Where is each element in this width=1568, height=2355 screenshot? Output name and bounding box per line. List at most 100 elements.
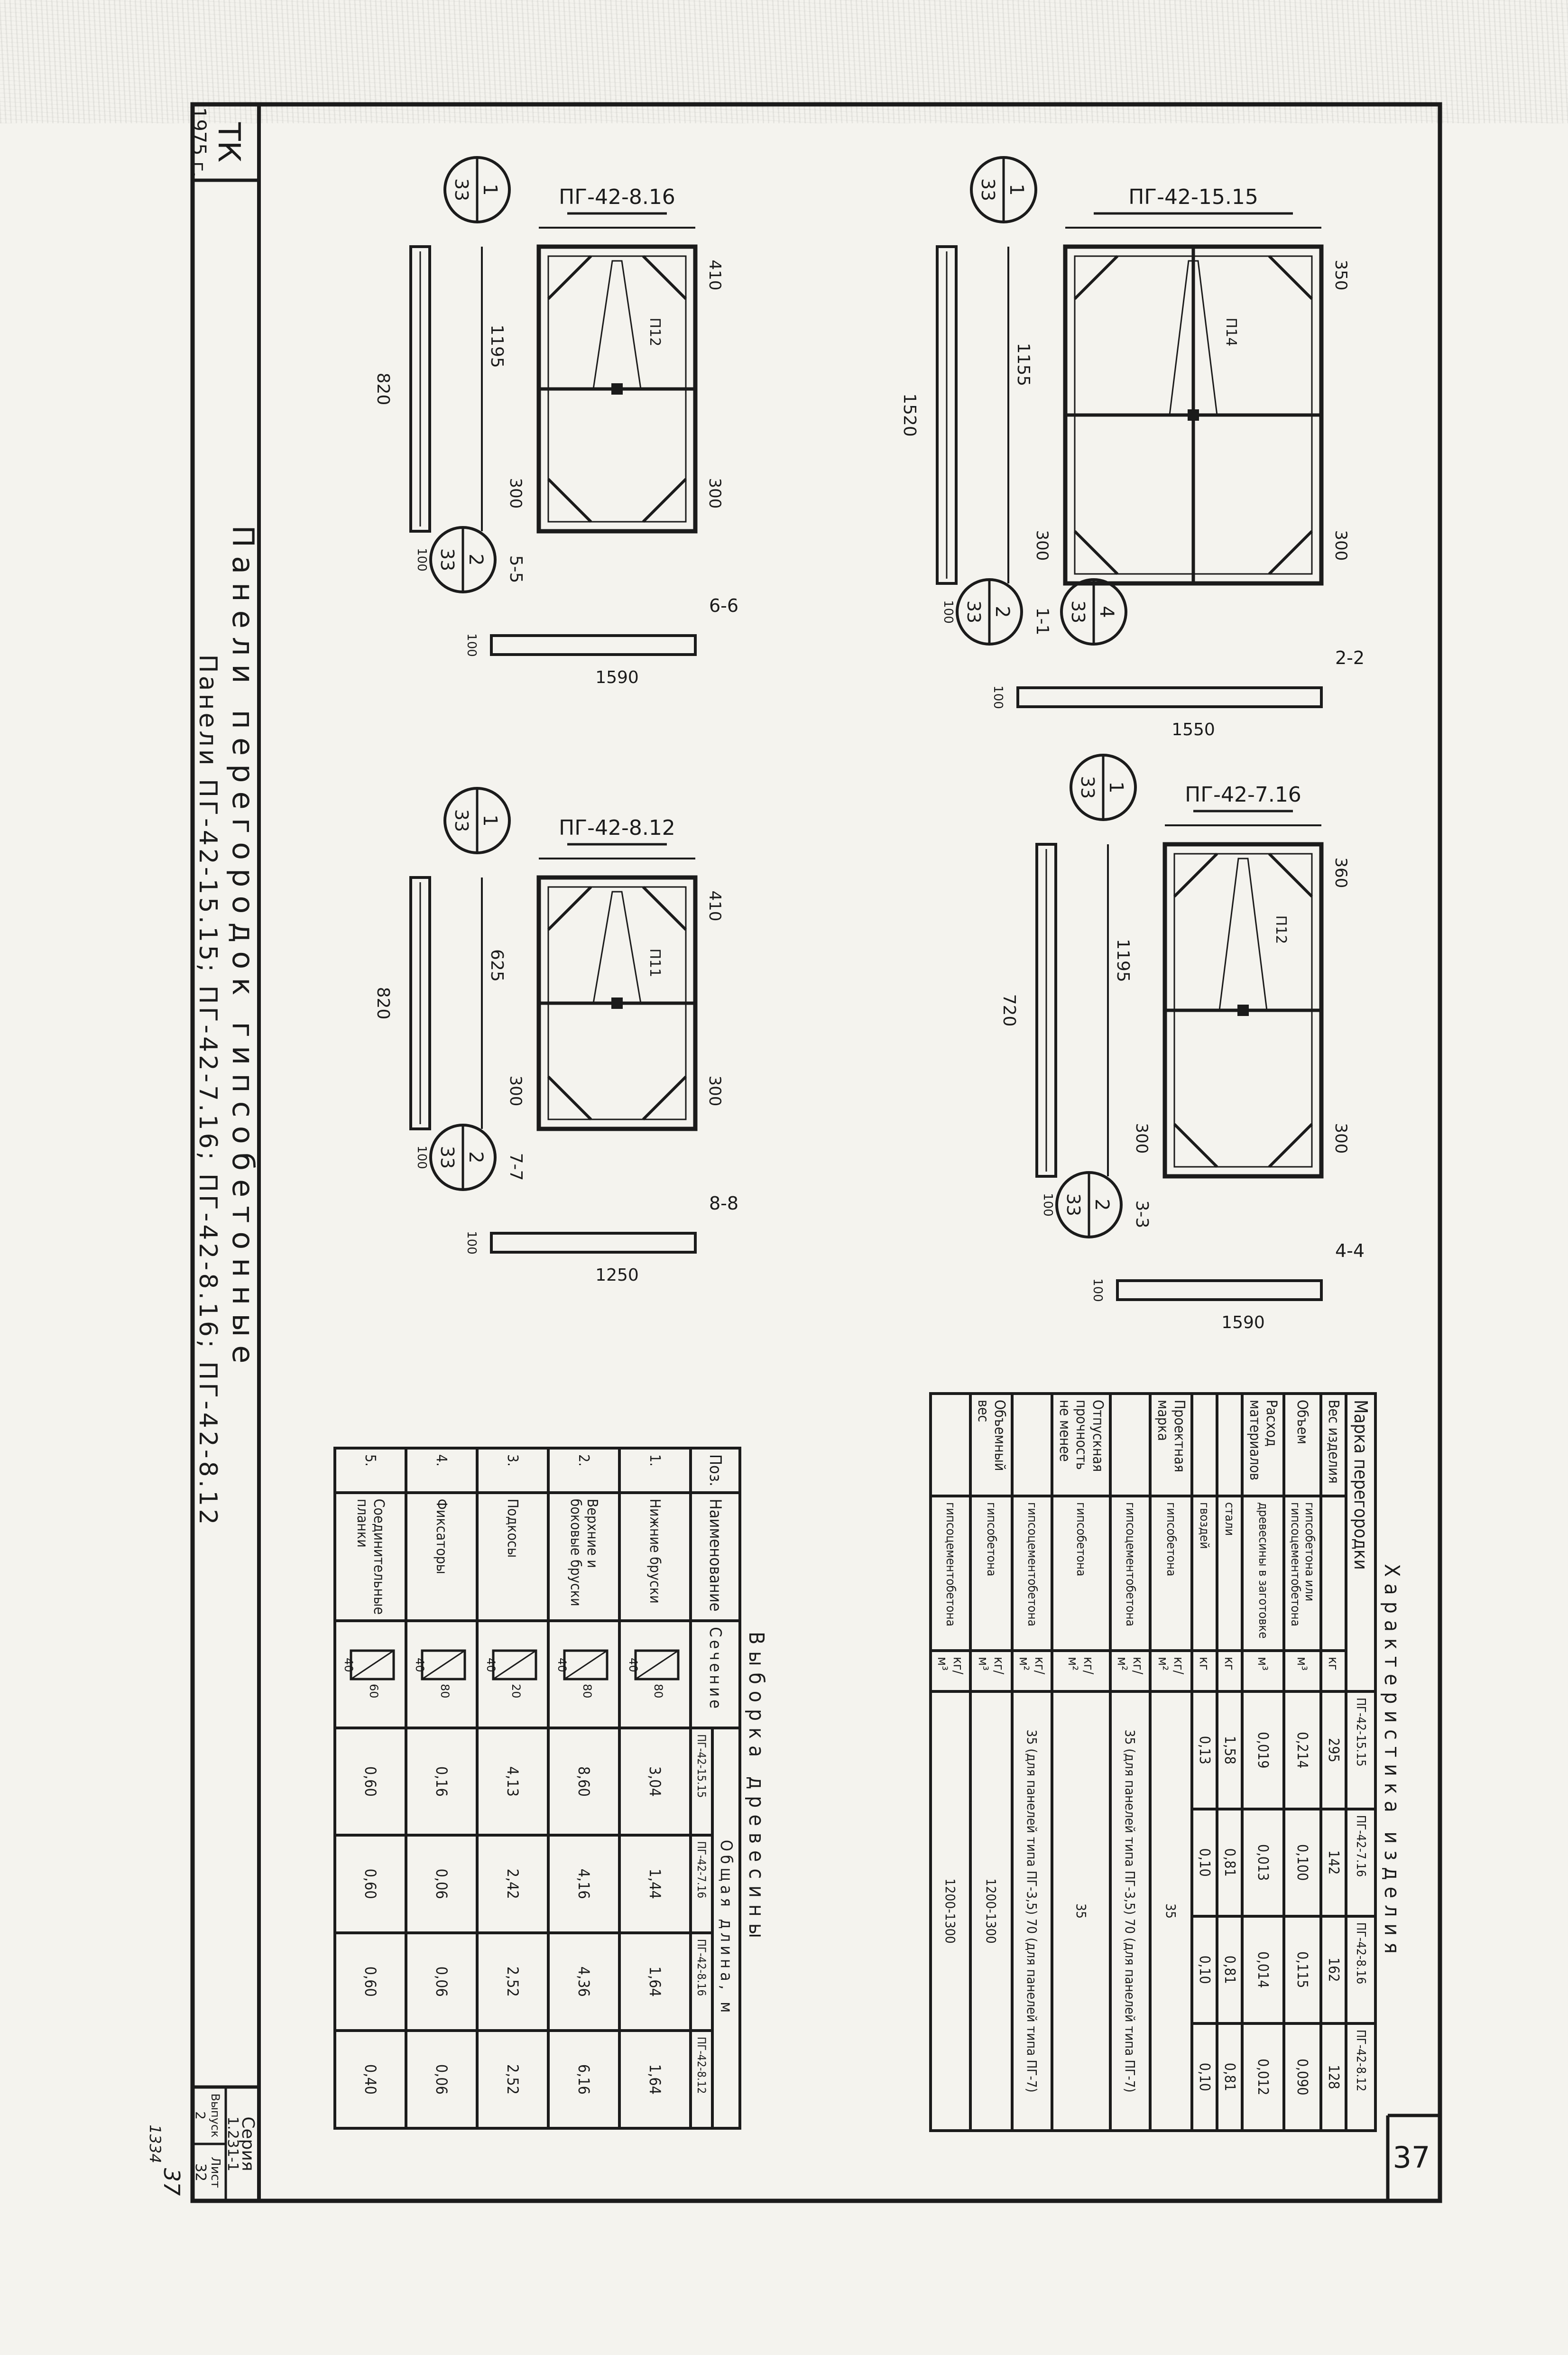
wood-section: 80 40: [619, 1621, 691, 1728]
section-width-dim: 1520: [900, 393, 919, 437]
sheet-label: Лист: [208, 2157, 222, 2188]
brace: [642, 478, 687, 523]
char-sub: гипсобетона или гипсоцементобетона: [1284, 1496, 1321, 1651]
dim-top: 410: [705, 891, 724, 922]
char-value: 0,012: [1242, 2023, 1284, 2131]
handwritten-page: 37: [159, 2168, 184, 2196]
wood-value: 0,60: [335, 1835, 406, 1933]
callout-num: 2: [465, 554, 487, 565]
callout-sheet: 33: [437, 548, 458, 571]
char-merged-value: 1200-1300: [970, 1691, 1012, 2131]
char-value: 142: [1321, 1809, 1346, 1916]
brace: [1073, 255, 1119, 300]
title-line-2: Панели ПГ-42-15.15; ПГ-42-7.16; ПГ-42-8.…: [194, 655, 222, 1528]
wood-mark-3: ПГ-42-8.16: [691, 1932, 712, 2031]
section-height-dim: 1250: [595, 1265, 639, 1285]
char-merged-value: 35: [1150, 1691, 1192, 2131]
brace: [642, 1075, 687, 1121]
callout-sheet: 33: [978, 178, 998, 201]
char-value: 0,013: [1242, 1809, 1284, 1916]
dim-top: 350: [1331, 260, 1350, 291]
panel-part-label: П12: [646, 318, 663, 347]
section-v-label: 8-8: [709, 1193, 738, 1214]
dim-side-bottom: 300: [506, 478, 525, 509]
char-group: Объемный вес: [970, 1394, 1012, 1496]
brace: [1073, 530, 1119, 575]
section-dim-b: 40: [558, 1658, 569, 1672]
dim-side-bottom: 300: [1033, 530, 1051, 561]
char-sub: стали: [1217, 1496, 1242, 1651]
brace: [547, 478, 592, 523]
wood-col-pos: Поз.: [691, 1448, 740, 1493]
char-unit: кг/м²: [1052, 1651, 1110, 1691]
section-thick-dim: 100: [1041, 1193, 1055, 1217]
char-unit: кг/м³: [931, 1651, 970, 1691]
char-group: [1192, 1394, 1217, 1496]
section-v-thick: 100: [1090, 1278, 1105, 1302]
fixator: [611, 997, 623, 1009]
char-col-mark: Марка перегородки: [1346, 1394, 1375, 1691]
year: 1975 г.: [188, 107, 210, 177]
wood-mark-1: ПГ-42-15.15: [691, 1728, 712, 1835]
section-v-thick: 100: [464, 633, 479, 657]
char-group: [1217, 1394, 1242, 1496]
wood-pos: 1.: [619, 1448, 691, 1493]
section-strip-h: [1035, 843, 1057, 1178]
dim-side-top: 300: [1331, 530, 1350, 561]
dim-h1: 1195: [1113, 939, 1133, 982]
section-dim-a: 60: [368, 1684, 381, 1699]
char-merged-value: 35: [1052, 1691, 1110, 2131]
wood-value: 0,06: [406, 2030, 477, 2128]
wood-value: 1,64: [619, 1932, 691, 2031]
char-table-title: Характеристика изделия: [1375, 1394, 1407, 2131]
char-value: 0,019: [1242, 1691, 1284, 1809]
char-unit: кг: [1321, 1651, 1346, 1691]
section-label: 3-3: [1132, 1201, 1152, 1228]
char-unit: м³: [1284, 1651, 1321, 1691]
char-unit: кг/м²: [1012, 1651, 1052, 1691]
section-dim-a: 80: [652, 1684, 665, 1699]
characteristics-table: Характеристика изделия Марка перегородки…: [929, 1392, 1407, 2132]
wood-value: 8,60: [548, 1728, 619, 1835]
title-line-1: Панели перегородок гипсобетонные: [226, 526, 260, 1372]
dim-side-bottom: 300: [506, 1076, 525, 1107]
page-number: 37: [1393, 2140, 1430, 2175]
brace: [1173, 1123, 1218, 1168]
callout-num: 1: [1105, 781, 1127, 793]
callout-sheet: 33: [451, 178, 472, 201]
char-group: [1012, 1394, 1052, 1496]
dim-h1: 1155: [1014, 343, 1033, 387]
wood-value: 4,16: [548, 1835, 619, 1933]
callout-sheet: 33: [437, 1146, 458, 1169]
section-dim-b: 40: [629, 1658, 640, 1672]
brace: [642, 886, 687, 931]
panel-mark-label: ПГ-42-8.16: [559, 185, 675, 209]
section-height-dim: 1550: [1171, 720, 1215, 739]
char-value: 0,014: [1242, 1916, 1284, 2023]
wood-name: Нижние бруски: [619, 1492, 691, 1621]
char-group: Расход материалов: [1242, 1394, 1284, 1496]
wood-value: 4,13: [477, 1728, 548, 1835]
callout-num: 1: [1005, 184, 1027, 195]
char-group: Вес изделия: [1321, 1394, 1346, 1496]
wood-name: Фиксаторы: [406, 1492, 477, 1621]
issue-value: 2: [193, 2111, 208, 2120]
section-strip-v: [490, 1232, 697, 1254]
series-label: Серия: [238, 2116, 258, 2171]
series-value: 1.231-1: [224, 2116, 241, 2171]
brace: [547, 1075, 592, 1121]
brace: [1173, 852, 1218, 898]
wood-value: 1,44: [619, 1835, 691, 1933]
lifting-loop: [592, 260, 642, 390]
